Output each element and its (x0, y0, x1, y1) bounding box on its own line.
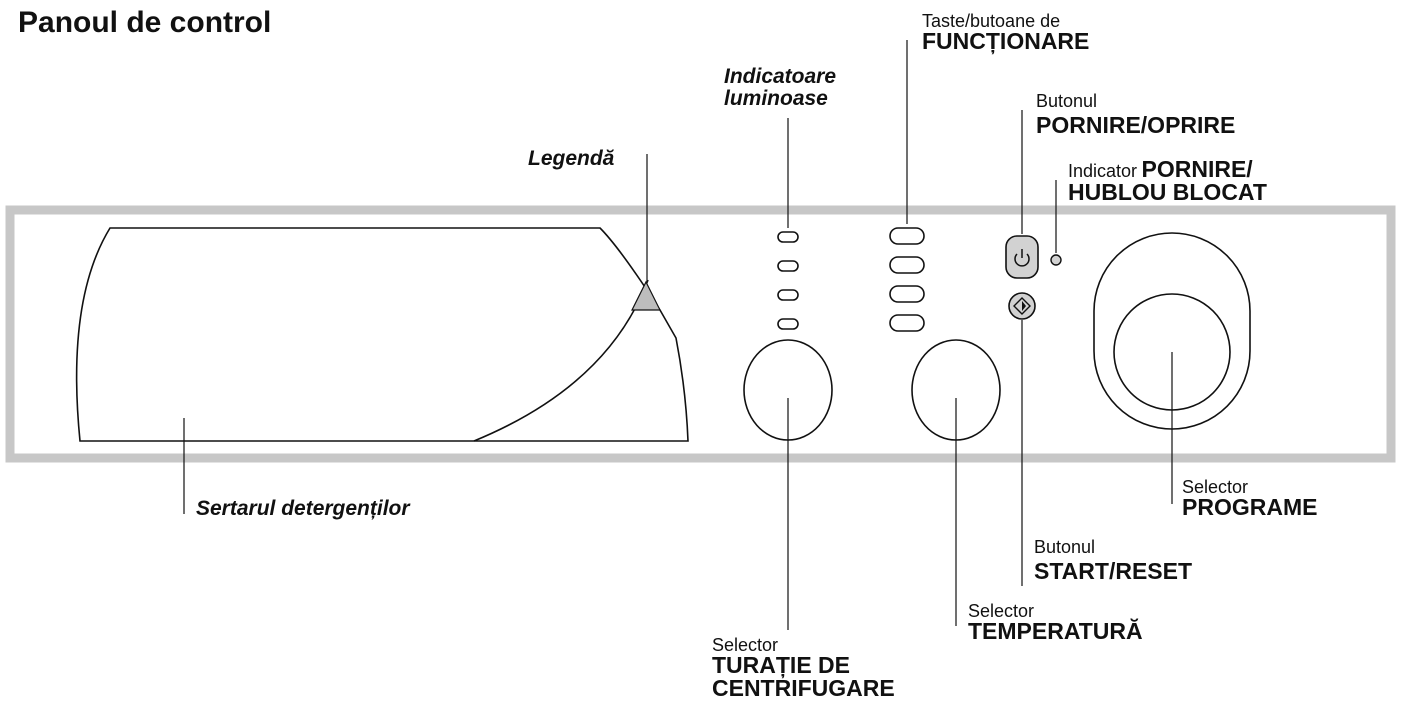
detergent-drawer[interactable] (75, 227, 689, 442)
indicator-light (777, 289, 799, 301)
leader-lines (183, 40, 1173, 630)
label-start-reset: Butonul START/RESET (1034, 538, 1192, 583)
label-power-indicator-big1: PORNIRE/ (1141, 156, 1253, 182)
indicator-lights (777, 231, 799, 330)
function-button-4[interactable] (889, 314, 925, 332)
label-spin-selector-small: Selector (712, 635, 779, 655)
label-power-indicator: Indicator PORNIRE/ HUBLOU BLOCAT (1068, 158, 1267, 204)
label-function-buttons-small: Taste/butoane de (922, 11, 1061, 31)
page-title: Panoul de control (18, 6, 272, 39)
label-indicators: Indicatoare luminoase (724, 66, 836, 110)
label-start-reset-big: START/RESET (1034, 558, 1193, 584)
function-button-2[interactable] (889, 256, 925, 274)
power-door-lock-indicator (1050, 254, 1062, 266)
power-button[interactable] (1005, 235, 1039, 279)
label-program-selector: Selector PROGRAME (1182, 478, 1317, 519)
power-icon (1014, 249, 1030, 267)
function-button-1[interactable] (889, 227, 925, 245)
label-spin-selector-big2: CENTRIFUGARE (712, 675, 895, 701)
indicator-light (777, 318, 799, 330)
indicator-light (777, 231, 799, 243)
label-program-selector-small: Selector (1182, 477, 1249, 497)
label-start-reset-small: Butonul (1034, 537, 1096, 557)
label-temperature-selector-big: TEMPERATURĂ (968, 618, 1143, 644)
label-detergent-drawer: Sertarul detergenților (196, 497, 410, 520)
label-power-indicator-big2: HUBLOU BLOCAT (1068, 179, 1267, 205)
start-reset-icon (1013, 297, 1031, 315)
function-buttons (889, 227, 925, 332)
label-indicators-line1: Indicatoare (724, 65, 837, 88)
label-function-buttons-big: FUNCȚIONARE (922, 28, 1090, 54)
function-button-3[interactable] (889, 285, 925, 303)
label-spin-selector: Selector TURAȚIE DE CENTRIFUGARE (712, 636, 895, 700)
label-power-button-small: Butonul (1036, 91, 1098, 111)
label-power-button-big: PORNIRE/OPRIRE (1036, 112, 1236, 138)
indicator-light (777, 260, 799, 272)
label-function-buttons: Taste/butoane de FUNCȚIONARE (922, 12, 1089, 53)
label-power-indicator-small: Indicator (1068, 161, 1138, 181)
start-reset-button[interactable] (1008, 292, 1036, 320)
legend-triangle (631, 280, 661, 311)
label-temperature-selector-small: Selector (968, 601, 1035, 621)
label-spin-selector-big1: TURAȚIE DE (712, 652, 850, 678)
drawer-front-curve (473, 279, 649, 442)
label-program-selector-big: PROGRAME (1182, 494, 1318, 520)
control-panel-frame (5, 205, 1396, 463)
label-temperature-selector: Selector TEMPERATURĂ (968, 602, 1143, 643)
label-power-button: Butonul PORNIRE/OPRIRE (1036, 92, 1235, 137)
label-indicators-line2: luminoase (724, 87, 828, 110)
label-legend: Legendă (528, 147, 615, 170)
